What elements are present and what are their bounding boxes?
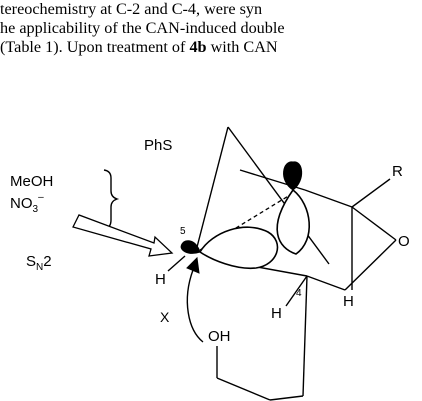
molecular-skeleton [167,126,397,401]
paragraph-text: tereochemistry at C-2 and C-4, were syn … [0,0,422,57]
upper-p-orbital-lobe [283,161,303,191]
text-line-2: he applicability of the CAN-induced doub… [0,19,285,37]
text-line-3-start: (Table 1). Upon treatment of [0,38,190,56]
reagent-methanol: MeOH [10,173,53,190]
nucleophile-x-label: X [160,309,170,325]
r-substituent: R [392,163,403,180]
curved-arrow-head [186,256,200,274]
hydroxyl-group: OH [208,328,231,345]
phenylthio-group: PhS [144,137,172,154]
mechanism-subscript: N [36,262,43,273]
text-line-3-end: with CAN [206,38,278,56]
reagent-bracket [103,169,120,230]
hydrogen-c5: H [155,271,166,288]
position-5-label: 5 [180,226,186,237]
c5-orbital-dark-lobe [180,240,201,254]
reagent-nitrate-charge: – [38,192,44,203]
nucleophile-attack-arrow [72,214,174,257]
c5-orbital-large-lobe [198,226,279,270]
text-line-3: (Table 1). Upon treatment of 4b with CAN [0,38,422,57]
reagent-nitrate: NO3– [10,192,44,215]
text-line-1: tereochemistry at C-2 and C-4, were syn [0,0,263,18]
curved-attack-arrow [186,269,204,343]
reagent-nitrate-base: NO [10,195,33,212]
lower-p-orbital-lobe [276,188,310,255]
mechanism-number: 2 [43,253,51,270]
hydrogen-ring: H [343,293,354,310]
hydrogen-c4: H [271,305,282,322]
ring-oxygen: O [398,233,410,250]
compound-ref-4b: 4b [189,38,207,56]
mechanism-base: S [26,253,36,270]
mechanism-sn2: SN2 [26,253,52,273]
position-4-label: 4 [296,288,302,299]
reagent-nitrate-subscript: 3 [33,204,39,215]
orbital-lobes [180,161,310,270]
